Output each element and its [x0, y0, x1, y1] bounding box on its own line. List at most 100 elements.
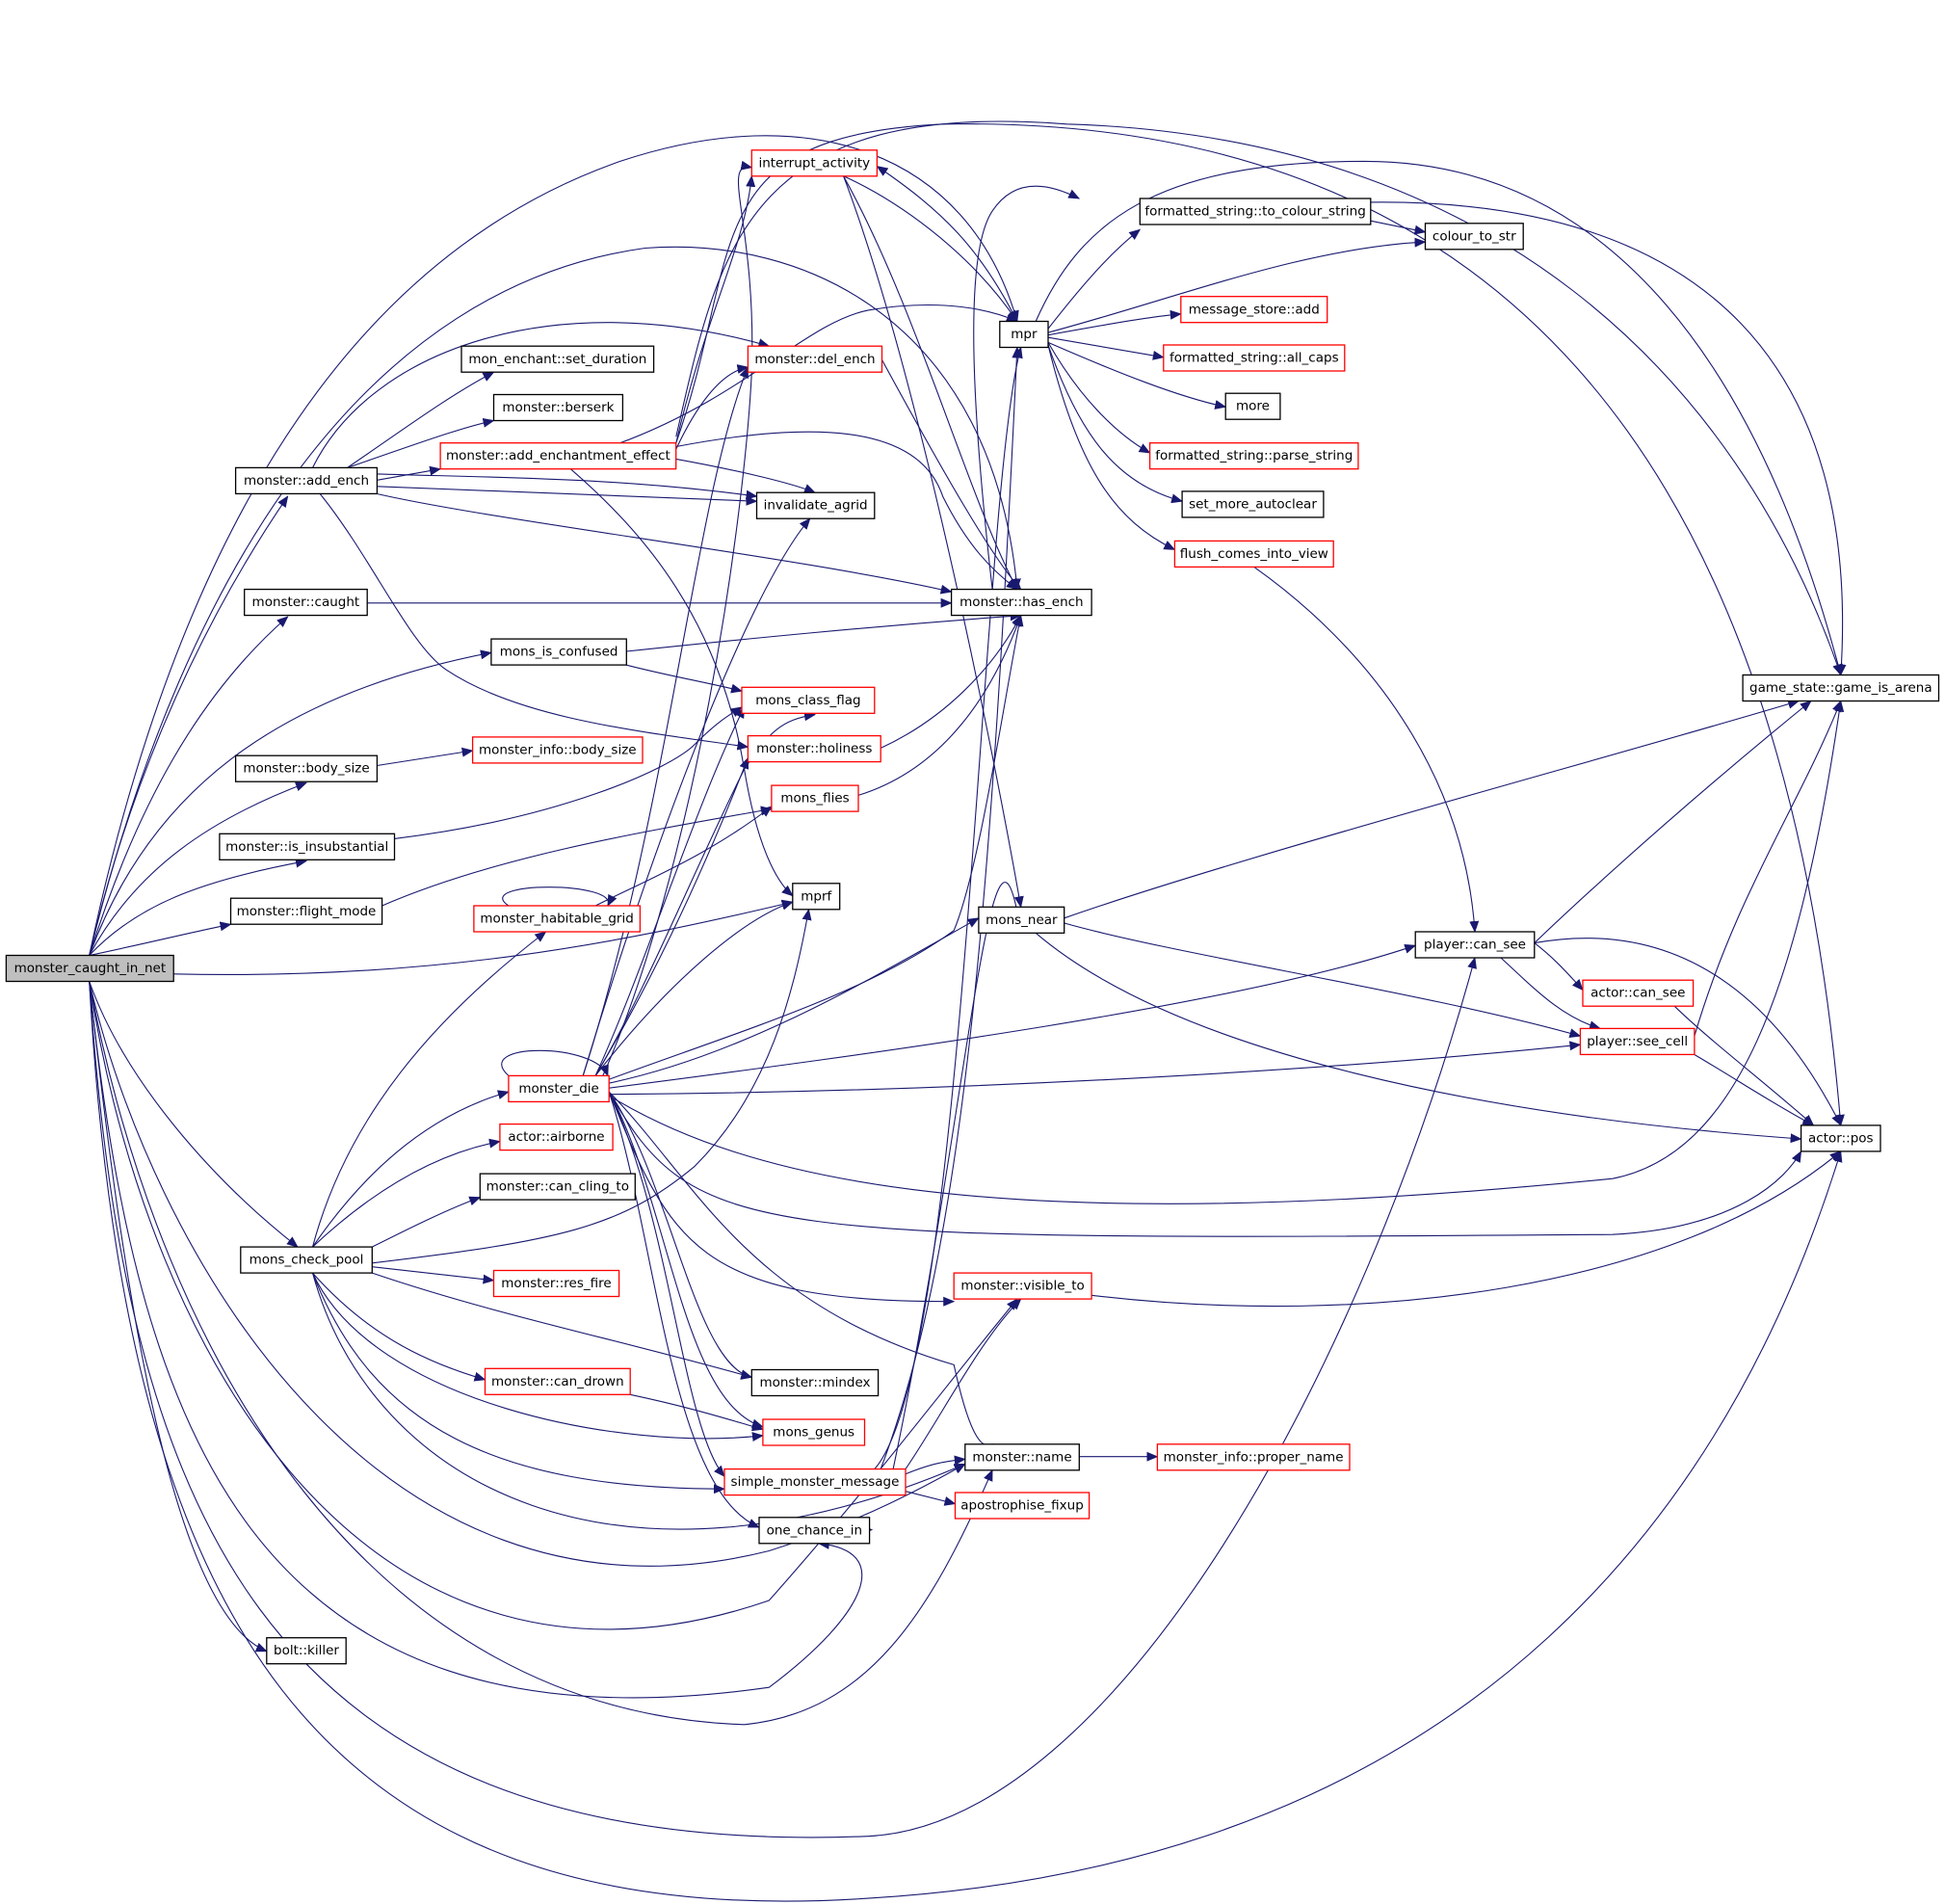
graph-node-habitable-grid[interactable]: monster_habitable_grid — [473, 905, 642, 933]
node-box[interactable] — [1224, 392, 1281, 420]
graph-node-class-flag[interactable]: mons_class_flag — [741, 686, 876, 714]
graph-node-mindex[interactable]: monster::mindex — [750, 1368, 880, 1397]
node-box[interactable] — [1424, 223, 1524, 251]
node-box[interactable] — [460, 345, 655, 373]
graph-node-actor-pos[interactable]: actor::pos — [1800, 1124, 1881, 1152]
graph-node-to-colour[interactable]: formatted_string::to_colour_string — [1139, 198, 1372, 225]
graph-node-set-more[interactable]: set_more_autoclear — [1181, 490, 1325, 518]
node-box[interactable] — [741, 686, 876, 714]
graph-node-more[interactable]: more — [1224, 392, 1281, 420]
node-box[interactable] — [479, 1173, 636, 1201]
graph-node-msg-add[interactable]: message_store::add — [1180, 296, 1328, 324]
graph-node-flies[interactable]: mons_flies — [771, 784, 859, 812]
node-box[interactable] — [219, 833, 396, 860]
node-box[interactable] — [1163, 344, 1346, 372]
node-box[interactable] — [954, 1492, 1091, 1520]
graph-node-game-arena[interactable]: game_state::game_is_arena — [1742, 674, 1940, 702]
graph-node-check-pool[interactable]: mons_check_pool — [240, 1246, 373, 1274]
graph-node-see-cell[interactable]: player::see_cell — [1579, 1027, 1695, 1056]
node-box[interactable] — [473, 905, 642, 933]
node-box[interactable] — [229, 897, 383, 925]
graph-node-mprf[interactable]: mprf — [792, 883, 841, 911]
graph-node-flush-view[interactable]: flush_comes_into_view — [1173, 540, 1334, 569]
graph-node-is-confused[interactable]: mons_is_confused — [490, 638, 627, 666]
graph-node-actor-can-see[interactable]: actor::can_see — [1582, 979, 1695, 1007]
graph-node-parse-string[interactable]: formatted_string::parse_string — [1148, 442, 1359, 470]
node-box[interactable] — [490, 638, 627, 666]
node-box[interactable] — [1148, 442, 1359, 470]
graph-node-info-body-size[interactable]: monster_info::body_size — [471, 736, 644, 764]
node-box[interactable] — [1742, 674, 1940, 702]
node-box[interactable] — [1156, 1443, 1351, 1471]
graph-node-body-size[interactable]: monster::body_size — [234, 754, 379, 782]
node-box[interactable] — [471, 736, 644, 764]
graph-node-mpr[interactable]: mpr — [999, 320, 1049, 349]
graph-node-flight-mode[interactable]: monster::flight_mode — [229, 897, 383, 925]
node-box[interactable] — [1181, 490, 1325, 518]
node-box[interactable] — [755, 491, 876, 519]
graph-node-has-ench[interactable]: monster::has_ench — [950, 588, 1092, 617]
graph-node-genus[interactable]: mons_genus — [762, 1418, 866, 1446]
graph-node-colour-to-str[interactable]: colour_to_str — [1424, 223, 1524, 251]
graph-node-bolt-killer[interactable]: bolt::killer — [266, 1637, 347, 1665]
graph-node-all-caps[interactable]: formatted_string::all_caps — [1163, 344, 1346, 372]
graph-node-can-drown[interactable]: monster::can_drown — [484, 1367, 631, 1395]
graph-node-player-can-see[interactable]: player::can_see — [1414, 931, 1536, 959]
node-box[interactable] — [266, 1637, 347, 1665]
node-box[interactable] — [484, 1367, 631, 1395]
node-box[interactable] — [234, 466, 379, 495]
node-box[interactable] — [771, 784, 859, 812]
node-box[interactable] — [1173, 540, 1334, 569]
graph-node-add-ench[interactable]: monster::add_ench — [234, 466, 379, 495]
node-box[interactable] — [747, 734, 881, 763]
node-box[interactable] — [750, 1368, 880, 1397]
node-box[interactable] — [723, 1468, 907, 1496]
node-box[interactable] — [240, 1246, 373, 1274]
node-box[interactable] — [747, 345, 883, 373]
graph-node-holiness[interactable]: monster::holiness — [747, 734, 881, 763]
node-box[interactable] — [978, 906, 1065, 934]
node-box[interactable] — [953, 1272, 1092, 1300]
node-box[interactable] — [1180, 296, 1328, 324]
graph-node-res-fire[interactable]: monster::res_fire — [492, 1269, 620, 1298]
graph-node-interrupt[interactable]: interrupt_activity — [750, 149, 879, 177]
graph-node-set-duration[interactable]: mon_enchant::set_duration — [460, 345, 655, 373]
node-box[interactable] — [234, 754, 379, 782]
node-box[interactable] — [244, 588, 368, 617]
node-box[interactable] — [758, 1517, 871, 1545]
node-box[interactable] — [1579, 1027, 1695, 1056]
node-box[interactable] — [1414, 931, 1536, 959]
graph-node-can-cling[interactable]: monster::can_cling_to — [479, 1173, 636, 1201]
node-box[interactable] — [792, 883, 841, 911]
graph-node-proper-name[interactable]: monster_info::proper_name — [1156, 1443, 1351, 1471]
graph-node-airborne[interactable]: actor::airborne — [499, 1123, 614, 1151]
graph-node-simple-msg[interactable]: simple_monster_message — [723, 1468, 907, 1496]
node-box[interactable] — [999, 320, 1049, 349]
graph-node-mons-near[interactable]: mons_near — [978, 906, 1065, 934]
node-box[interactable] — [964, 1443, 1080, 1471]
node-box[interactable] — [492, 1269, 620, 1298]
node-box[interactable] — [1139, 198, 1372, 225]
graph-node-del-ench[interactable]: monster::del_ench — [747, 345, 883, 373]
graph-node-monster-die[interactable]: monster_die — [508, 1074, 610, 1103]
node-box[interactable] — [1800, 1124, 1881, 1152]
node-box[interactable] — [439, 442, 677, 470]
node-box[interactable] — [5, 954, 174, 983]
node-box[interactable] — [492, 393, 624, 422]
graph-node-visible-to[interactable]: monster::visible_to — [953, 1272, 1092, 1300]
graph-node-berserk[interactable]: monster::berserk — [492, 393, 624, 422]
graph-node-apostrophise[interactable]: apostrophise_fixup — [954, 1492, 1091, 1520]
graph-node-root[interactable]: monster_caught_in_net — [5, 954, 174, 983]
graph-node-caught[interactable]: monster::caught — [244, 588, 368, 617]
node-box[interactable] — [508, 1074, 610, 1103]
node-box[interactable] — [750, 149, 879, 177]
graph-node-one-chance[interactable]: one_chance_in — [758, 1517, 871, 1545]
node-box[interactable] — [1582, 979, 1695, 1007]
graph-node-add-ench-effect[interactable]: monster::add_enchantment_effect — [439, 442, 677, 470]
graph-node-invalidate[interactable]: invalidate_agrid — [755, 491, 876, 519]
graph-node-insubstantial[interactable]: monster::is_insubstantial — [219, 833, 396, 860]
node-box[interactable] — [499, 1123, 614, 1151]
graph-node-mon-name[interactable]: monster::name — [964, 1443, 1080, 1471]
node-box[interactable] — [950, 588, 1092, 617]
node-box[interactable] — [762, 1418, 866, 1446]
